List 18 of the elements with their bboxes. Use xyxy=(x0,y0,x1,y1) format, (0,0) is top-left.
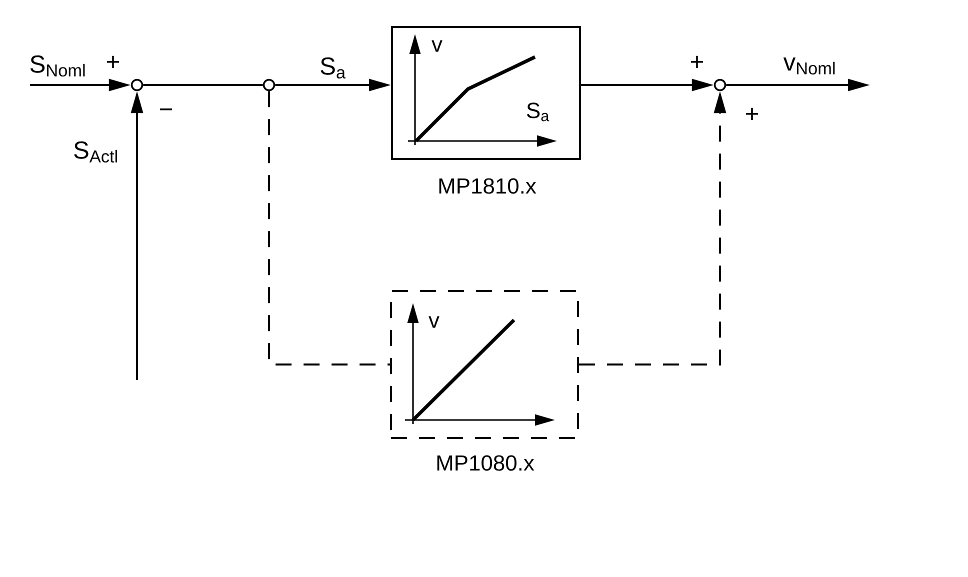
block-caption: MP1080.x xyxy=(437,455,534,471)
junction-circle xyxy=(262,78,276,92)
axis-label: v xyxy=(432,40,442,52)
junction-circle xyxy=(714,78,726,92)
connector-line xyxy=(143,84,263,86)
axis-label: S$_{a}$ xyxy=(526,102,550,122)
edge-label: S$_{Noml}$ xyxy=(28,54,88,78)
axis-label: v xyxy=(428,316,440,328)
edge-label: S$_{a}$ xyxy=(318,56,348,80)
junction-circle xyxy=(130,78,144,92)
sign-label: − xyxy=(160,108,172,110)
edge-label: S$_{Actl}$ xyxy=(71,140,121,164)
sign-label: + xyxy=(107,56,119,68)
dashed-connector xyxy=(268,91,390,366)
block-caption: MP1810.x xyxy=(439,178,536,194)
edge-label: v$_{Noml}$ xyxy=(782,56,838,76)
sign-label: + xyxy=(691,56,703,68)
sign-label: + xyxy=(746,108,758,120)
